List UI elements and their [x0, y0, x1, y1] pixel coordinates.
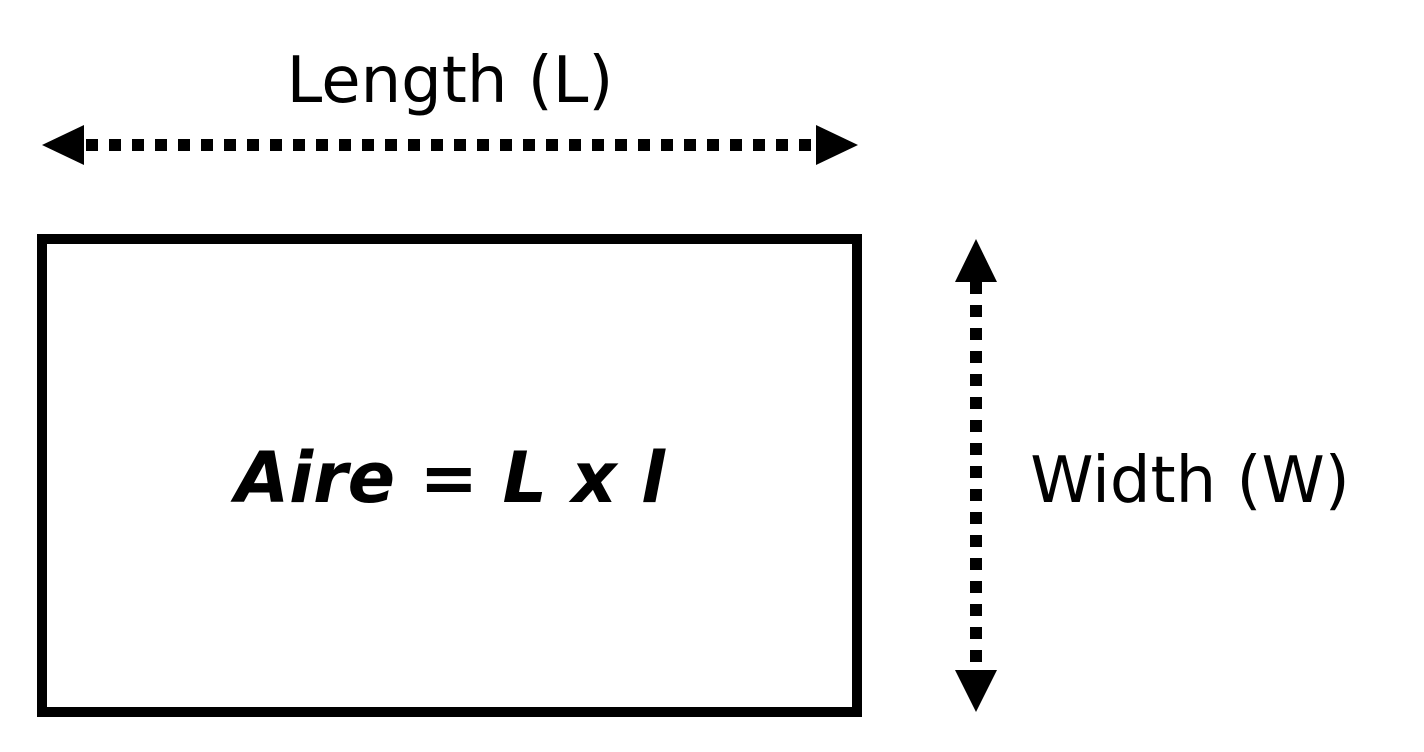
length-label: Length (L): [287, 44, 614, 118]
width-arrow-top-head: [955, 239, 997, 282]
area-formula: Aire = L x l: [230, 437, 666, 519]
length-arrow: [42, 125, 858, 165]
length-arrow-left-head: [42, 125, 84, 165]
width-arrow-bottom-head: [955, 670, 997, 712]
width-arrow: [955, 239, 997, 712]
width-label: Width (W): [1030, 444, 1350, 518]
rectangle-shape: [37, 234, 862, 717]
length-arrow-right-head: [816, 125, 858, 165]
